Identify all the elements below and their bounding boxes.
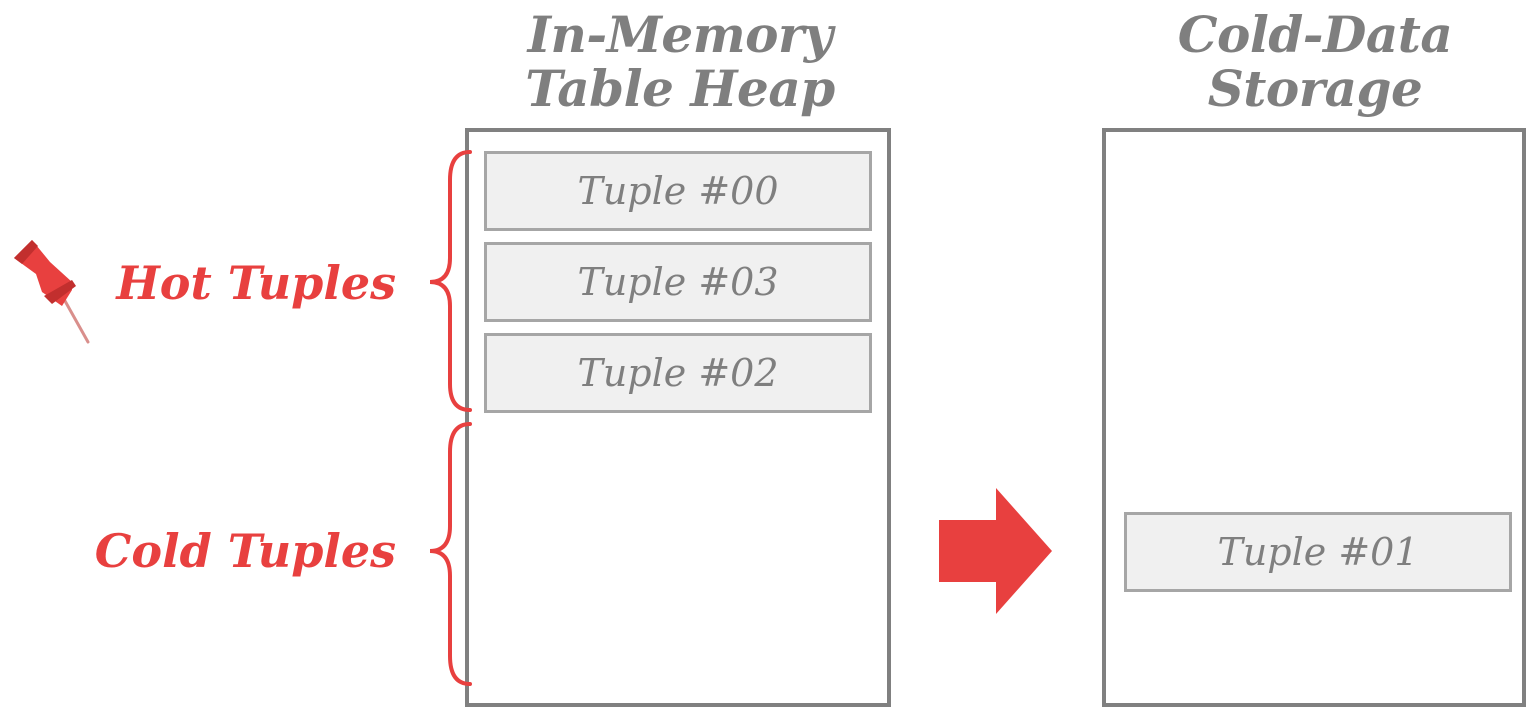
cold-storage-title-line1: Cold-Data: [1177, 5, 1453, 64]
cold-storage-box: [1102, 128, 1526, 707]
heap-tuple-02: Tuple #02: [484, 333, 872, 413]
cold-storage-title: Cold-Data Storage: [1115, 8, 1515, 116]
cold-storage-title-line2: Storage: [1207, 59, 1423, 118]
hot-curly-brace-icon: [429, 150, 472, 412]
cold-curly-brace-icon: [429, 422, 472, 686]
cold-tuple-01: Tuple #01: [1124, 512, 1512, 592]
heap-title-line1: In-Memory: [527, 5, 833, 64]
hot-tuples-label: Hot Tuples: [116, 256, 396, 310]
pushpin-icon: [14, 240, 90, 344]
heap-title: In-Memory Table Heap: [480, 8, 880, 116]
arrow-right-icon: [939, 488, 1052, 614]
heap-tuple-03: Tuple #03: [484, 242, 872, 322]
cold-tuples-label: Cold Tuples: [94, 524, 396, 578]
heap-title-line2: Table Heap: [525, 59, 835, 118]
heap-tuple-00: Tuple #00: [484, 151, 872, 231]
